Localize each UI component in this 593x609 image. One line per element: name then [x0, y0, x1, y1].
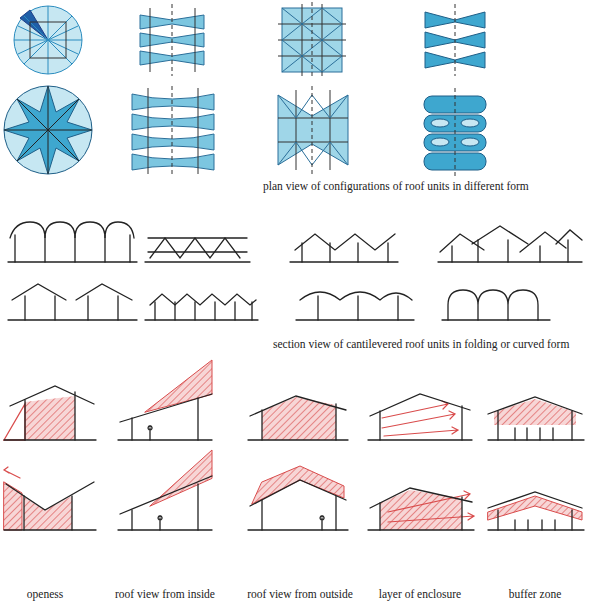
- section-sketches: [8, 222, 582, 320]
- concept-label: roof view from outside: [246, 588, 354, 602]
- plan-sketch-pills: [424, 88, 486, 176]
- concept-sketches: [4, 360, 584, 440]
- concept-label: buffer zone: [508, 588, 562, 602]
- plan-sketch-bowties: [140, 4, 204, 76]
- concept-label: roof view from inside: [114, 588, 216, 602]
- caption-text: section view of cantilevered roof units …: [272, 338, 570, 352]
- plan-sketch-grid: [278, 2, 346, 78]
- plan-sketch-large-bowtie: [278, 86, 348, 176]
- caption-text: plan view of configurations of roof unit…: [262, 180, 530, 194]
- concept-label: openess: [26, 588, 64, 602]
- plan-sketch-hourglass: [425, 4, 485, 76]
- plan-sketch-radial: [14, 6, 82, 74]
- plan-sketch-curved-bowties: [132, 86, 214, 176]
- concept-label: layer of enclosure: [378, 588, 462, 602]
- concept-sketches-alt: [4, 450, 584, 530]
- plan-sketch-starburst: [4, 86, 92, 174]
